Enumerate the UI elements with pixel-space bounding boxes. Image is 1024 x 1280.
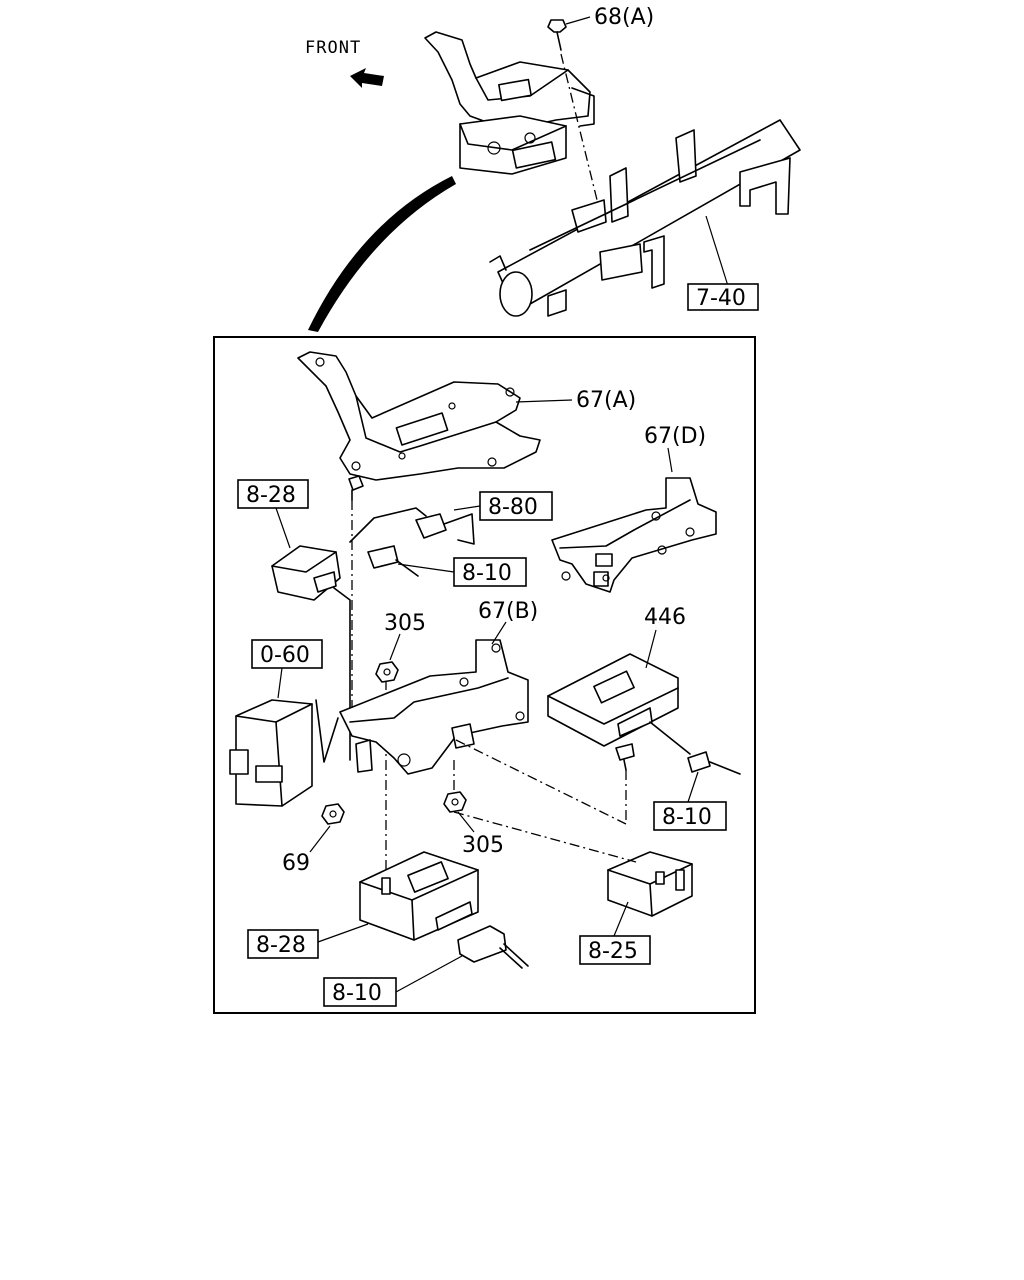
front-arrow-icon	[350, 68, 384, 88]
callout-828-bot-box	[247, 929, 319, 959]
callout-828-top: 8-28	[246, 483, 296, 508]
callout-740: 7-40	[696, 286, 746, 311]
leader-880	[453, 505, 481, 511]
leader-67b	[491, 621, 507, 645]
leader-67d	[667, 447, 673, 473]
callout-828-bot: 8-28	[256, 933, 306, 958]
front-label: FRONT	[305, 38, 361, 58]
callout-69: 69	[282, 851, 310, 876]
callout-880: 8-80	[488, 495, 538, 520]
leader-060	[277, 667, 283, 699]
callout-446: 446	[644, 605, 686, 630]
callout-67b: 67(B)	[478, 599, 538, 624]
leader-67a	[515, 399, 573, 403]
nut-69	[321, 803, 345, 825]
leader-305-top	[389, 633, 401, 661]
callout-305-bot: 305	[462, 833, 504, 858]
module-0-60	[229, 699, 313, 807]
bolt-center	[348, 475, 387, 880]
callout-305-top: 305	[384, 611, 426, 636]
nut-305-bot	[443, 760, 467, 813]
leader-810-right	[687, 771, 699, 803]
callout-810-bot: 8-10	[332, 981, 382, 1006]
bracket-67b	[339, 639, 529, 775]
detail-link-arrow	[308, 176, 456, 332]
bracket-67d	[551, 477, 717, 593]
module-8-28-upper	[271, 545, 341, 601]
module-8-25	[453, 811, 693, 917]
leader-305-bot	[457, 811, 475, 833]
leader-810-bot	[395, 955, 463, 993]
callout-810-right-box	[653, 801, 727, 831]
connector-8-10-lower	[457, 925, 529, 969]
callout-810-bot-box	[323, 977, 397, 1007]
callout-68a: 68(A)	[594, 5, 654, 30]
callout-060: 0-60	[260, 643, 310, 668]
callout-810-right: 8-10	[662, 805, 712, 830]
callout-67d: 67(D)	[644, 424, 706, 449]
top-bracket-assembly	[424, 31, 595, 175]
callout-825-box	[579, 935, 651, 965]
front-indicator: FRONT	[305, 38, 384, 88]
leader-828-bot	[317, 923, 369, 943]
detail-frame	[213, 336, 756, 1014]
callout-828-top-box	[237, 479, 309, 509]
leader-68a	[565, 16, 591, 25]
nut-305-top	[375, 661, 399, 683]
leader-825	[613, 901, 629, 937]
bracket-67a	[297, 351, 541, 481]
module-8-28-lower	[359, 851, 479, 941]
callout-810-mid: 8-10	[462, 561, 512, 586]
callout-67a: 67(A)	[576, 388, 636, 413]
callout-880-box	[479, 491, 553, 521]
leader-740	[705, 215, 729, 287]
harness-right	[455, 721, 741, 825]
leader-810-mid	[397, 563, 455, 573]
bolt-68a	[547, 19, 601, 213]
leader-828-top	[275, 507, 291, 549]
callout-825: 8-25	[588, 939, 638, 964]
callout-060-box	[251, 639, 323, 669]
leader-69	[309, 825, 331, 853]
leader-446	[645, 629, 657, 669]
callout-810-mid-box	[453, 557, 527, 587]
module-446	[547, 653, 679, 771]
callout-740-box	[687, 283, 759, 311]
cross-car-beam	[489, 119, 801, 317]
wiring-harness	[315, 507, 475, 763]
